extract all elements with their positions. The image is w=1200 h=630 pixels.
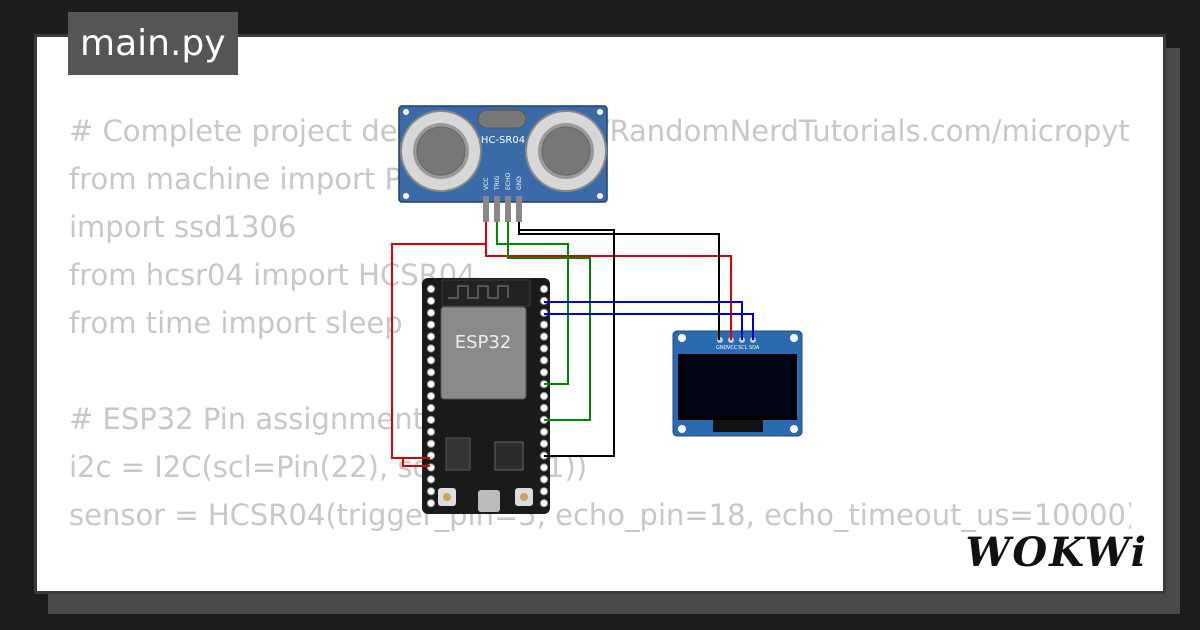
esp32-pin[interactable] (539, 344, 549, 353)
esp32-pin[interactable] (539, 463, 549, 472)
esp32-pin[interactable] (539, 487, 549, 496)
esp32-pin[interactable] (426, 296, 436, 305)
esp32-label: ESP32 (455, 332, 512, 353)
esp32-pin[interactable] (539, 332, 549, 341)
wire-vcc-oled (485, 222, 732, 340)
code-line: import ssd1306 (69, 210, 297, 244)
esp32-pin[interactable] (539, 356, 549, 365)
esp32-pin[interactable] (426, 308, 436, 317)
esp32-pin[interactable] (426, 475, 436, 484)
esp32-pin[interactable] (539, 427, 549, 436)
hc-sr04-sensor[interactable]: HC-SR04 VCC TRIG ECHO GND (398, 105, 608, 222)
esp32-pin[interactable] (539, 475, 549, 484)
esp32-pin[interactable] (426, 380, 436, 389)
esp32-pin[interactable] (426, 487, 436, 496)
esp32-pin[interactable] (426, 439, 436, 448)
wire-echo (507, 222, 591, 421)
esp32-pin[interactable] (426, 427, 436, 436)
esp32-pin[interactable] (539, 368, 549, 377)
sensor-pin-echo: ECHO (505, 173, 512, 190)
esp32-pin[interactable] (426, 392, 436, 401)
esp32-pin-header-right (539, 284, 549, 508)
esp32-pin[interactable] (426, 463, 436, 472)
esp32-pin[interactable] (539, 296, 549, 305)
esp32-pin[interactable] (426, 368, 436, 377)
file-tab[interactable]: main.py (68, 12, 238, 75)
esp32-pin[interactable] (539, 284, 549, 294)
oled-pin-vcc: VCC (727, 345, 738, 351)
sensor-pin-trig: TRIG (494, 175, 501, 191)
esp32-pin[interactable] (426, 415, 436, 424)
esp32-pin[interactable] (539, 439, 549, 448)
esp32-pin[interactable] (426, 356, 436, 365)
esp32-pin[interactable] (426, 499, 436, 508)
oled-display[interactable]: GND VCC SCL SDA (672, 330, 803, 437)
wire-gnd-esp (518, 222, 615, 457)
esp32-pin[interactable] (539, 392, 549, 401)
esp32-pin[interactable] (539, 320, 549, 329)
transducer-left (400, 110, 482, 192)
wire-sda (544, 313, 754, 340)
oled-pin-sda: SDA (749, 345, 760, 351)
wire-scl (544, 301, 743, 340)
code-line: # ESP32 Pin assignment (69, 402, 425, 436)
sensor-label: HC-SR04 (481, 135, 525, 146)
oled-pin-scl: SCL (738, 345, 748, 351)
code-line: sensor = HCSR04(trigger_pin=5, echo_pin=… (69, 498, 1131, 532)
code-line: from time import sleep (69, 306, 403, 340)
esp32-pin[interactable] (426, 284, 436, 294)
esp32-board[interactable]: ESP32 (422, 278, 550, 514)
oled-pin-gnd: GND (716, 345, 728, 351)
wire-gnd-left (402, 458, 430, 467)
esp32-pin[interactable] (539, 499, 549, 508)
esp32-pin[interactable] (426, 332, 436, 341)
transducer-right (525, 110, 607, 192)
esp32-pin[interactable] (426, 403, 436, 413)
esp32-pin[interactable] (426, 320, 436, 329)
code-preview: # Complete project details at https://Ra… (69, 107, 1131, 591)
sensor-pin-vcc: VCC (483, 178, 490, 190)
wire-trig (496, 222, 569, 385)
esp32-pin[interactable] (539, 308, 549, 317)
esp32-pin[interactable] (426, 344, 436, 353)
sensor-pin-gnd: GND (516, 176, 523, 190)
wires[interactable] (391, 222, 754, 467)
wokwi-logo: WOKWi (965, 529, 1148, 576)
esp32-pin[interactable] (539, 403, 549, 413)
